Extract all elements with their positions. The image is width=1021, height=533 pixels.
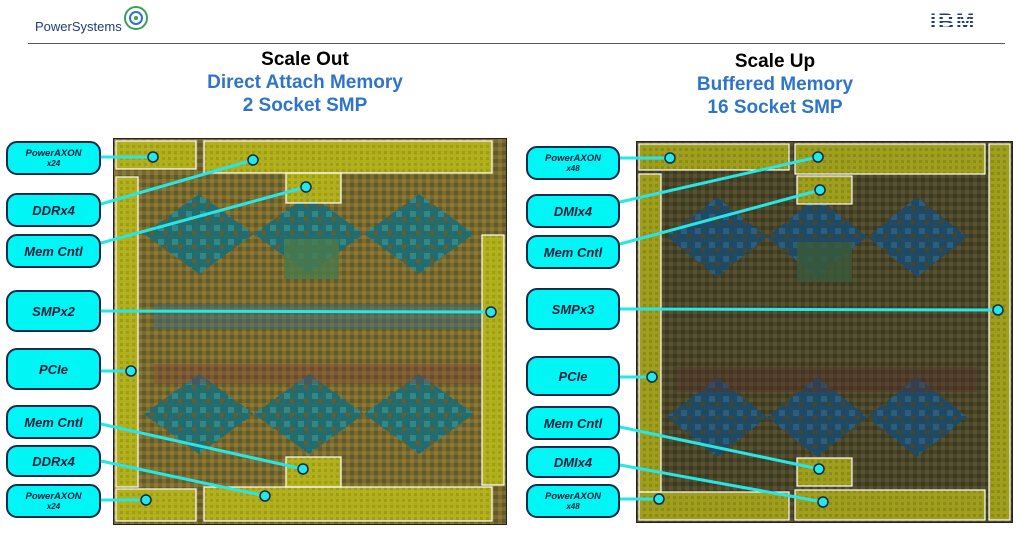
left-title: Scale Out — [261, 49, 349, 70]
left-label-powerAxon-bottom: PowerAXON x24 — [6, 484, 101, 518]
right-subtitle-smp: 16 Socket SMP — [707, 97, 843, 118]
endpoint-left-memcntl-bottom — [297, 463, 309, 475]
right-label-smp: SMPx3 — [526, 288, 620, 330]
connector-left-ddr-top — [99, 158, 255, 206]
left-label-ddr-bottom: DDRx4 — [6, 445, 101, 477]
endpoint-left-pcie — [125, 365, 137, 377]
endpoint-right-pcie — [646, 371, 658, 383]
endpoint-left-memcntl-top — [300, 181, 312, 193]
connector-left-memcntl-top — [99, 185, 308, 245]
left-label-memcntl-top: Mem Cntl — [6, 234, 101, 268]
left-title-block: Scale Out Direct Attach Memory 2 Socket … — [185, 48, 425, 117]
powersystems-logo-icon — [124, 6, 148, 30]
endpoint-right-powerAxon-bottom — [653, 493, 665, 505]
connector-right-memcntl-top — [618, 188, 822, 246]
right-label-dmi-bottom: DMIx4 — [526, 446, 620, 478]
left-label-memcntl-bottom: Mem Cntl — [6, 405, 101, 439]
left-label-pcie: PCIe — [6, 348, 101, 390]
connector-left-ddr-bottom — [99, 459, 267, 498]
right-title-block: Scale Up Buffered Memory 16 Socket SMP — [655, 50, 895, 119]
endpoint-right-smp — [992, 304, 1004, 316]
right-title: Scale Up — [734, 51, 816, 72]
ibm-logo: IBM — [930, 9, 977, 34]
right-label-dmi-top: DMIx4 — [526, 194, 620, 228]
right-die-graphic — [637, 142, 1012, 522]
left-subtitle-memory: Direct Attach Memory — [207, 72, 403, 93]
right-label-pcie: PCIe — [526, 356, 620, 396]
right-label-memcntl-bottom: Mem Cntl — [526, 406, 620, 440]
left-label-powerAxon-top: PowerAXON x24 — [6, 141, 101, 175]
endpoint-left-smp — [485, 306, 497, 318]
endpoint-right-powerAxon-top — [664, 152, 676, 164]
endpoint-right-memcntl-top — [814, 184, 826, 196]
connector-right-memcntl-bottom — [618, 425, 821, 471]
endpoint-left-powerAxon-bottom — [140, 494, 152, 506]
powersystems-logo-text: PowerSystems — [35, 19, 122, 34]
endpoint-right-memcntl-bottom — [813, 463, 825, 475]
endpoint-left-powerAxon-top — [147, 151, 159, 163]
left-subtitle-smp: 2 Socket SMP — [242, 95, 368, 116]
right-chip-die — [636, 141, 1013, 523]
right-label-powerAxon-bottom: PowerAXON x48 — [526, 484, 620, 518]
connector-right-dmi-bottom — [618, 463, 825, 504]
right-label-powerAxon-top: PowerAXON x48 — [526, 146, 620, 180]
right-subtitle-memory: Buffered Memory — [696, 74, 854, 95]
header-divider — [28, 43, 1005, 44]
endpoint-right-dmi-bottom — [817, 496, 829, 508]
left-chip-die — [113, 138, 507, 525]
left-die-graphic — [114, 139, 506, 524]
endpoint-left-ddr-bottom — [259, 490, 271, 502]
left-label-ddr-top: DDRx4 — [6, 193, 101, 227]
connector-left-memcntl-bottom — [99, 422, 305, 471]
endpoint-right-dmi-top — [812, 151, 824, 163]
connector-left-smp — [99, 309, 493, 314]
right-label-memcntl-top: Mem Cntl — [526, 235, 620, 269]
endpoint-left-ddr-top — [247, 154, 259, 166]
left-label-smp: SMPx2 — [6, 290, 101, 332]
connector-right-smp — [618, 307, 1000, 312]
connector-right-dmi-top — [618, 155, 820, 204]
